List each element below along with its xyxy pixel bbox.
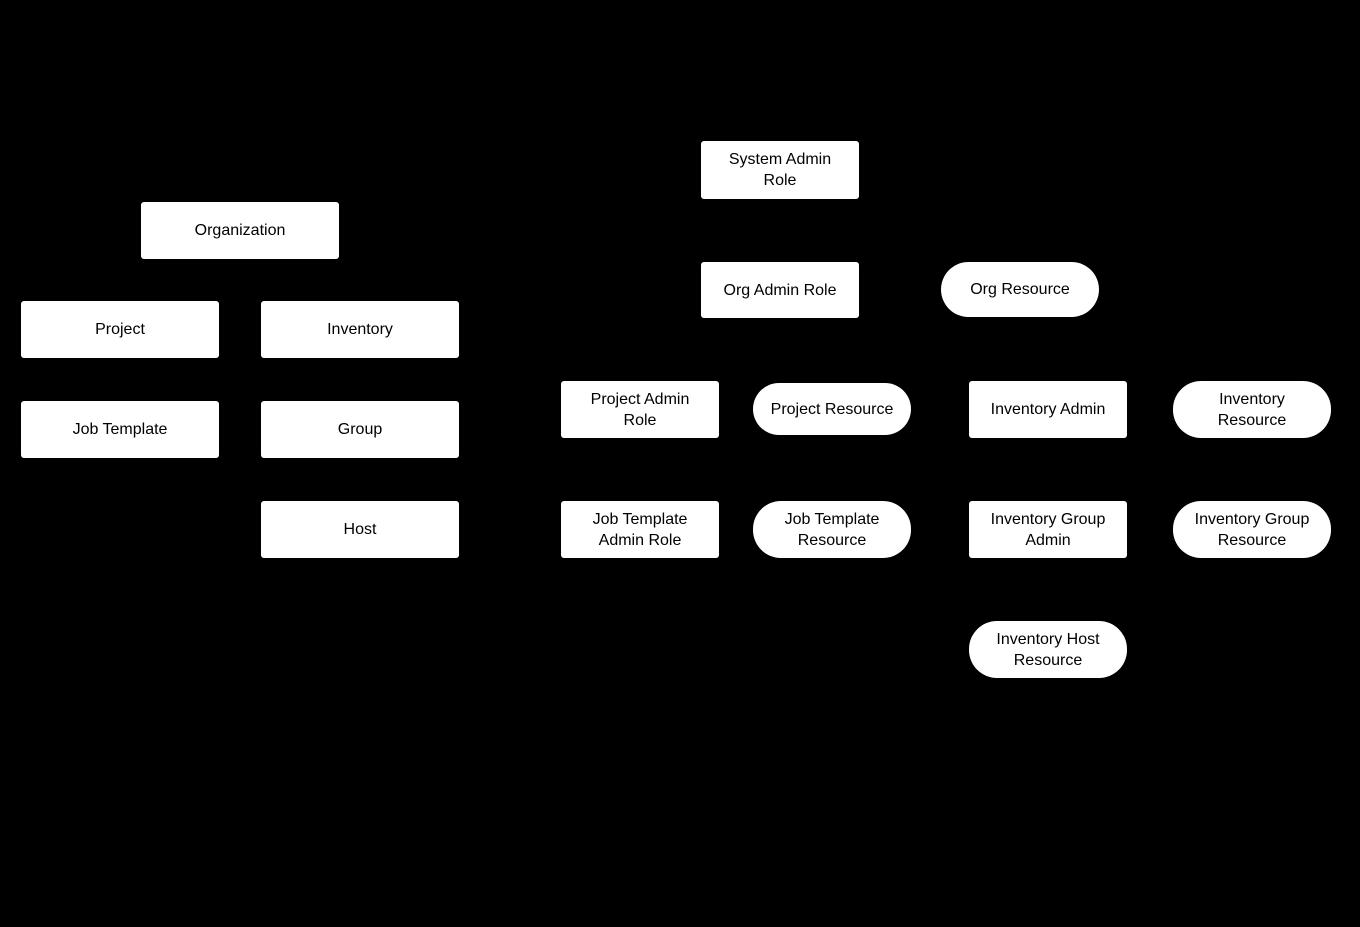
- node-organization-label: Organization: [194, 222, 286, 239]
- node-host-label: Host: [343, 521, 377, 538]
- node-group-label: Group: [337, 421, 383, 438]
- node-project-admin-role-label: Project Admin Role: [590, 390, 690, 429]
- node-inventory-resource-label: Inventory Resource: [1217, 390, 1287, 429]
- node-job-template-resource: Job Template Resource: [753, 501, 911, 558]
- node-job-template-resource-label: Job Template Resource: [784, 510, 880, 549]
- node-inventory-group-resource-label: Inventory Group Resource: [1194, 510, 1310, 549]
- node-inventory: Inventory: [261, 301, 459, 358]
- node-project-resource: Project Resource: [753, 383, 911, 435]
- node-inventory-admin: Inventory Admin: [969, 381, 1127, 438]
- node-org-resource-label: Org Resource: [970, 281, 1070, 298]
- node-org-admin-role: Org Admin Role: [701, 262, 859, 318]
- node-job-template: Job Template: [21, 401, 219, 458]
- node-project-admin-role: Project Admin Role: [561, 381, 719, 438]
- node-inventory-host-resource-label: Inventory Host Resource: [996, 630, 1100, 669]
- node-group: Group: [261, 401, 459, 458]
- node-inventory-host-resource: Inventory Host Resource: [969, 621, 1127, 678]
- node-system-admin-role-label: System Admin Role: [728, 151, 832, 189]
- node-inventory-group-admin-label: Inventory Group Admin: [990, 510, 1106, 549]
- node-inventory-admin-label: Inventory Admin: [990, 401, 1106, 418]
- node-project-label: Project: [95, 321, 145, 338]
- node-inventory-group-resource: Inventory Group Resource: [1173, 501, 1331, 558]
- node-job-template-admin-role-label: Job Template Admin Role: [592, 510, 688, 549]
- node-inventory-label: Inventory: [327, 321, 393, 338]
- node-inventory-resource: Inventory Resource: [1173, 381, 1331, 438]
- node-org-admin-role-label: Org Admin Role: [723, 281, 837, 299]
- node-system-admin-role: System Admin Role: [701, 141, 859, 199]
- node-job-template-admin-role: Job Template Admin Role: [561, 501, 719, 558]
- node-project: Project: [21, 301, 219, 358]
- node-host: Host: [261, 501, 459, 558]
- node-inventory-group-admin: Inventory Group Admin: [969, 501, 1127, 558]
- node-project-resource-label: Project Resource: [770, 400, 894, 418]
- node-job-template-label: Job Template: [72, 421, 168, 438]
- node-organization: Organization: [141, 202, 339, 259]
- node-org-resource: Org Resource: [941, 262, 1099, 317]
